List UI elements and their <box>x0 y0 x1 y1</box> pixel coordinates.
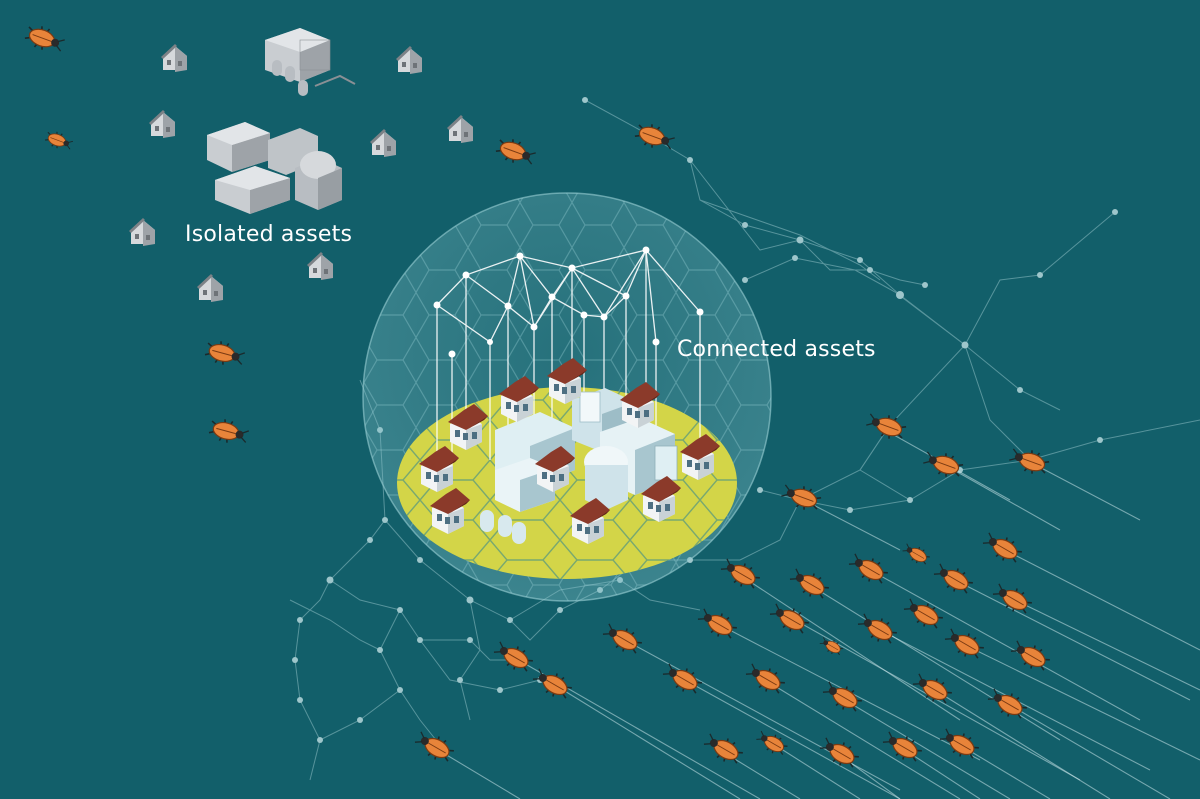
bug-icon <box>753 726 791 759</box>
bug-icon <box>411 726 458 767</box>
isolated-factory-top <box>265 28 356 96</box>
isolated-assets-label: Isolated assets <box>185 222 353 247</box>
bug-icon <box>979 527 1026 568</box>
bug-icon <box>694 603 741 644</box>
bug-icon <box>22 21 68 57</box>
asset-link-nodes <box>433 246 704 358</box>
bug-icon <box>989 578 1036 619</box>
bug-icon <box>879 726 926 767</box>
isolated-factory-main <box>207 122 342 214</box>
isolated-house <box>307 252 333 280</box>
bug-icon <box>766 598 813 639</box>
bug-icon <box>900 540 933 568</box>
bug-icon <box>206 415 251 449</box>
bug-icon <box>863 408 909 444</box>
isolated-house <box>149 110 175 138</box>
bug-icon <box>786 563 833 604</box>
bug-icon <box>845 548 892 589</box>
isolated-house <box>370 129 396 157</box>
connected-assets <box>362 192 772 602</box>
isolated-house <box>197 274 223 302</box>
isolated-assets <box>129 28 473 302</box>
isolated-house <box>129 218 155 246</box>
bug-icon <box>43 128 75 154</box>
bug-icon <box>599 618 646 659</box>
isolated-house <box>396 46 422 74</box>
bug-icon <box>632 119 678 155</box>
bug-icon <box>742 658 789 699</box>
bug-icon <box>941 623 988 664</box>
bug-icon <box>854 608 901 649</box>
bug-icon <box>659 658 706 699</box>
bug-icon <box>493 134 539 170</box>
isolated-house <box>447 115 473 143</box>
connected-assets-label: Connected assets <box>677 337 876 362</box>
bug-icon <box>1006 443 1052 479</box>
bug-icon <box>920 446 966 482</box>
bug-icon <box>490 636 537 677</box>
bug-icon <box>202 337 247 371</box>
bug-icon <box>930 558 977 599</box>
isolated-house <box>161 44 187 72</box>
attack-trails <box>434 429 1200 799</box>
bug-icon <box>1007 635 1054 676</box>
